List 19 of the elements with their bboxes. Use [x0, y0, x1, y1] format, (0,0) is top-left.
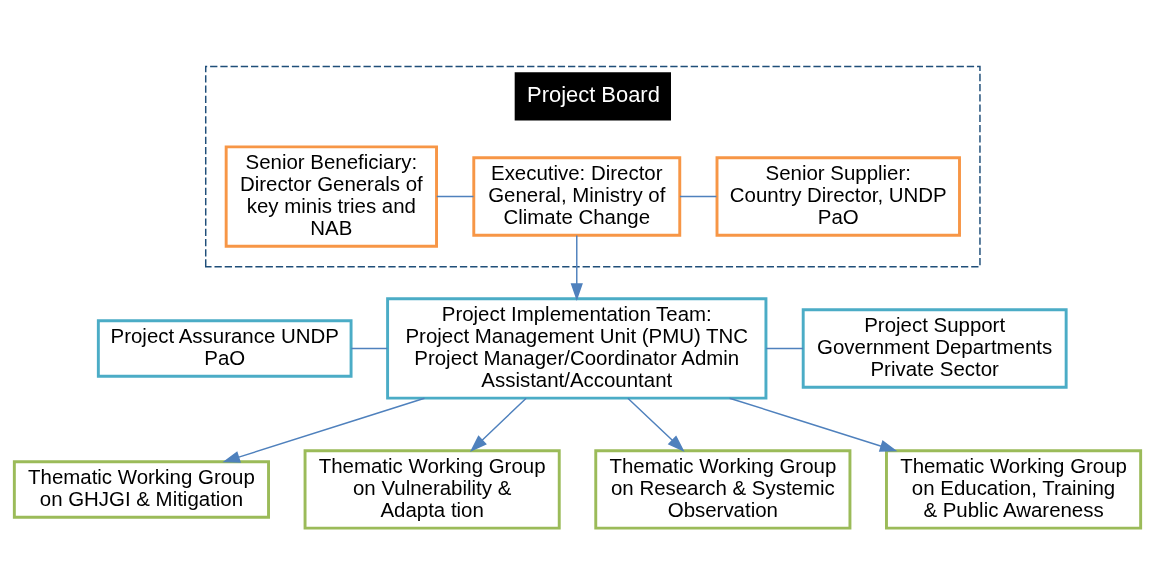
connector — [436, 195, 475, 198]
node-box: Thematic Working Group on GHJGI & Mitigation — [12, 460, 270, 519]
arrow — [627, 397, 685, 452]
node-box: Senior Beneficiary: Director Generals of key minis tries and NAB — [224, 145, 438, 248]
arrow — [222, 397, 426, 463]
node-box: Thematic Working Group on Research & Systemic Observation — [594, 449, 852, 530]
arrow — [469, 397, 527, 452]
connector — [679, 195, 718, 198]
connector — [765, 347, 804, 350]
connector — [350, 347, 389, 350]
node-box: Project Implementation Team: Project Management Unit (PMU) TNC Project Manager/Coordinator Admin Assistant/Accountant — [386, 297, 768, 400]
node-box: Senior Supplier: Country Director, UNDP PaO — [715, 156, 961, 237]
node-box: Project Support Government Departments Private Sector — [801, 308, 1068, 389]
node-box: Project Assurance UNDP PaO — [96, 319, 353, 378]
node-box: Thematic Working Group on Vulnerability & Adapta tion — [303, 449, 561, 530]
node-box: Thematic Working Group on Education, Training & Public Awareness — [885, 449, 1143, 530]
arrow — [728, 397, 898, 452]
node-box: Executive: Director General, Ministry of Climate Change — [472, 156, 682, 237]
arrow — [570, 234, 583, 301]
